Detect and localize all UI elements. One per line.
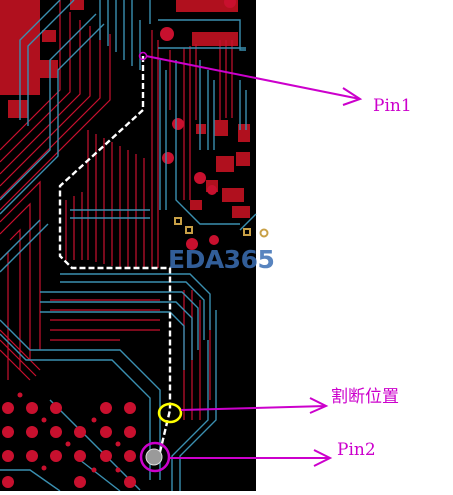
pin2-pad <box>145 448 163 466</box>
cut-position-marker <box>157 402 183 424</box>
bga-pads <box>2 402 136 488</box>
pin1-label: Pin1 <box>373 96 412 116</box>
top-copper-vias <box>160 0 236 250</box>
highlighted-net-trace <box>58 56 172 453</box>
cut-position-label: 割断位置 <box>331 387 399 407</box>
blue-traces <box>0 0 257 492</box>
gold-pads <box>174 217 269 238</box>
eda365-watermark: EDA365 <box>168 245 275 274</box>
small-vias <box>17 392 121 473</box>
callout-arrows <box>145 55 363 467</box>
pin2-label: Pin2 <box>337 440 376 460</box>
